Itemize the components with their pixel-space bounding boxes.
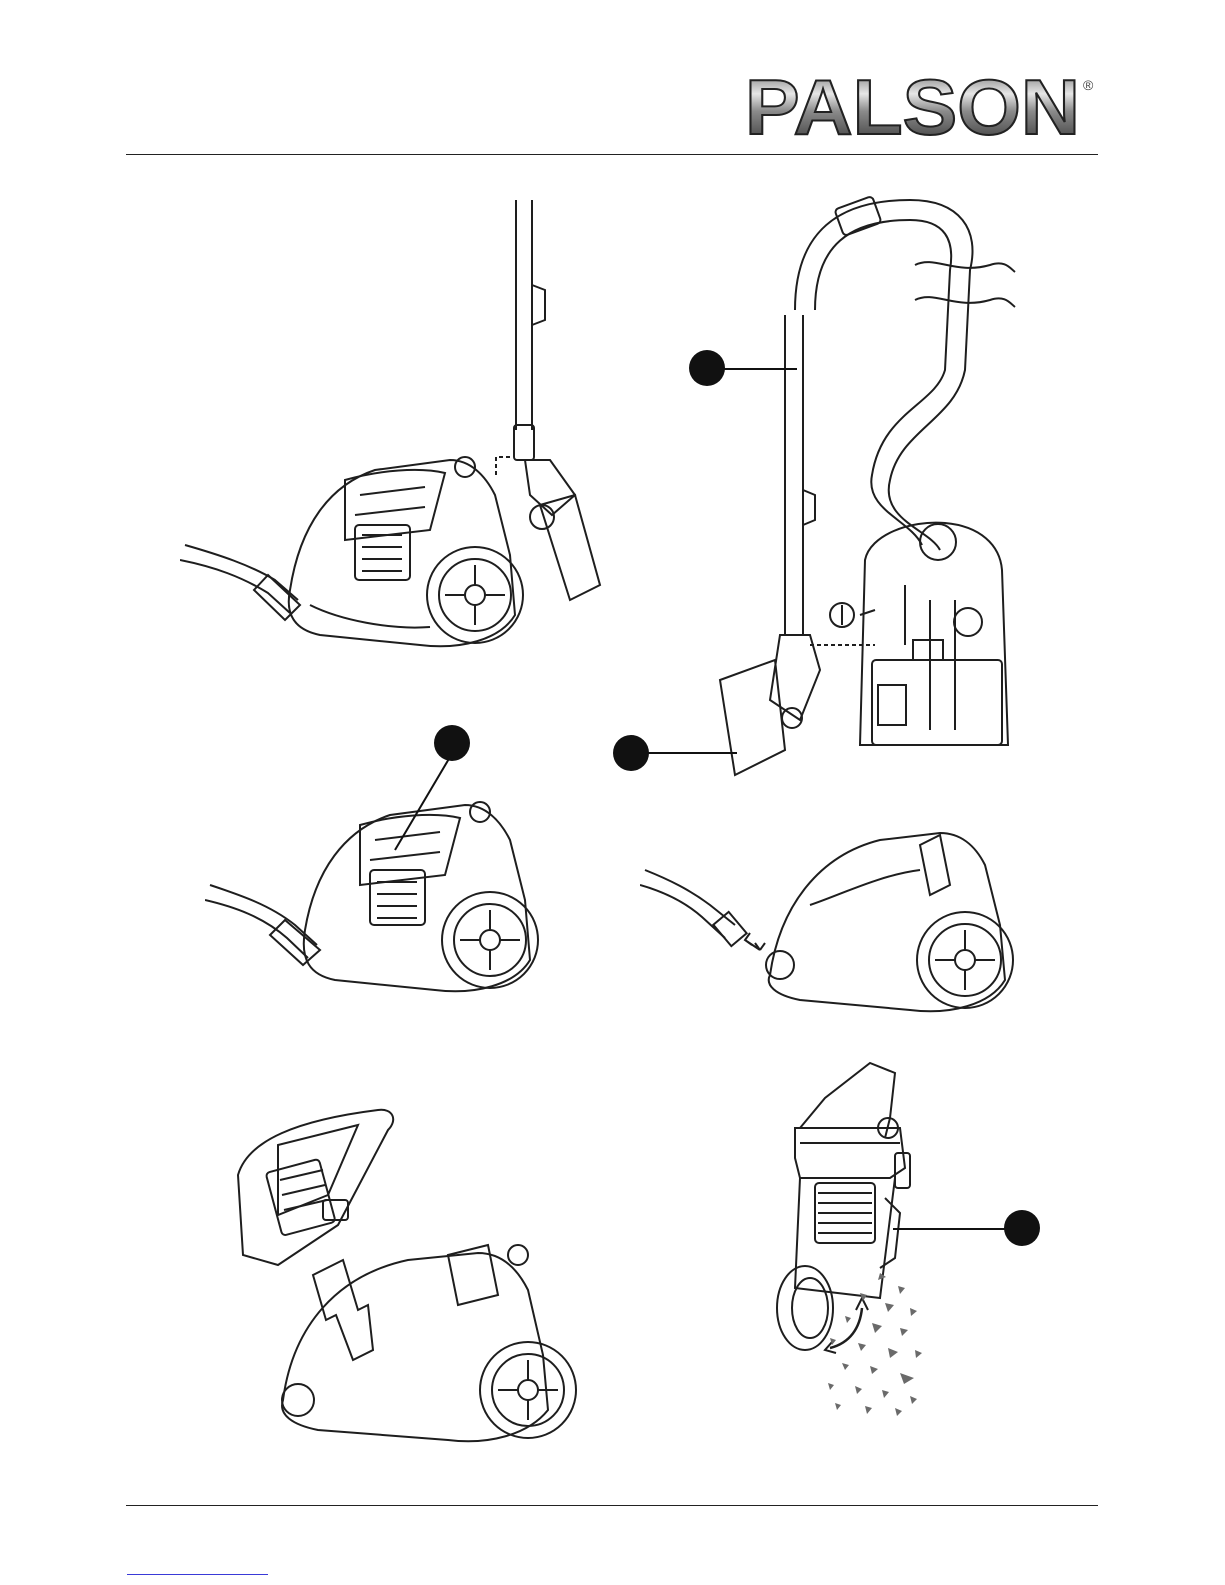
callout-marker-tube bbox=[689, 350, 725, 386]
callout-marker-release bbox=[1004, 1210, 1040, 1246]
callout-line-release bbox=[893, 1228, 1005, 1230]
palson-logo-graphic: PALSON ® bbox=[745, 68, 1105, 152]
figure-5-remove-container bbox=[218, 1105, 598, 1465]
header-rule bbox=[126, 154, 1098, 155]
brand-name: PALSON bbox=[745, 68, 1080, 151]
figure-4-hose-connection bbox=[640, 825, 1040, 1025]
footer-rule bbox=[126, 1505, 1098, 1506]
figure-1-vacuum-with-nozzle bbox=[180, 195, 620, 655]
callout-marker-nozzle bbox=[613, 735, 649, 771]
callout-line-tube bbox=[722, 368, 797, 370]
callout-line-handle bbox=[380, 755, 460, 855]
figure-2-parking-position bbox=[610, 190, 1050, 790]
brand-logo: PALSON ® bbox=[745, 68, 1105, 152]
debris-particles bbox=[820, 1268, 930, 1418]
footer-link-underline[interactable] bbox=[127, 1574, 268, 1575]
registered-mark: ® bbox=[1083, 77, 1094, 93]
callout-line-nozzle bbox=[647, 752, 737, 754]
